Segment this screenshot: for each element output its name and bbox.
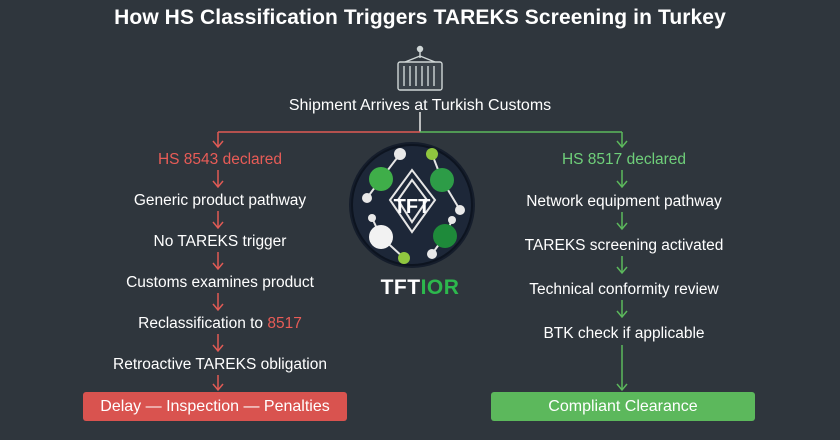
arrow-down-icon (212, 262, 224, 271)
right-outcome-badge: Compliant Clearance (491, 392, 755, 421)
right-branch-code: HS 8517 declared (561, 151, 687, 168)
arrow-down-icon (616, 140, 628, 149)
tft-network-emblem: TFT (349, 142, 475, 268)
brand-suffix: IOR (420, 276, 460, 299)
arrow-down-icon (212, 221, 224, 230)
left-branch-code: HS 8543 declared (157, 151, 283, 168)
right-step-3: Technical conformity review (529, 281, 719, 298)
arrow-down-icon (616, 222, 628, 231)
arrow-down-icon (616, 266, 628, 275)
brand-logo: TFTIOR (320, 276, 520, 300)
left-step-reclassification: Reclassification to 8517 (60, 315, 380, 333)
arrow-down-icon (616, 180, 628, 189)
arrow-down-icon (212, 180, 224, 189)
left-step-3: Customs examines product (126, 274, 314, 291)
reclass-code: 8517 (267, 315, 302, 332)
shipping-container-icon (397, 45, 443, 91)
right-step-1: Network equipment pathway (526, 193, 722, 210)
start-node-label: Shipment Arrives at Turkish Customs (288, 97, 552, 114)
left-step-1: Generic product pathway (133, 192, 307, 209)
left-outcome-badge: Delay — Inspection — Penalties (83, 392, 347, 421)
reclass-prefix: Reclassification to (138, 315, 268, 332)
arrow-down-icon (616, 383, 628, 392)
arrow-down-icon (616, 310, 628, 319)
arrow-down-icon (212, 140, 224, 149)
arrow-down-icon (212, 303, 224, 312)
diagram-title: How HS Classification Triggers TAREKS Sc… (114, 6, 726, 29)
right-step-2: TAREKS screening activated (524, 237, 724, 254)
left-step-retroactive: Retroactive TAREKS obligation (113, 356, 327, 373)
arrow-down-icon (212, 344, 224, 353)
left-step-2: No TAREKS trigger (153, 233, 287, 250)
brand-prefix: TFT (380, 276, 421, 299)
right-step-4: BTK check if applicable (543, 325, 705, 342)
arrow-down-icon (212, 383, 224, 392)
emblem-text: TFT (394, 196, 431, 218)
